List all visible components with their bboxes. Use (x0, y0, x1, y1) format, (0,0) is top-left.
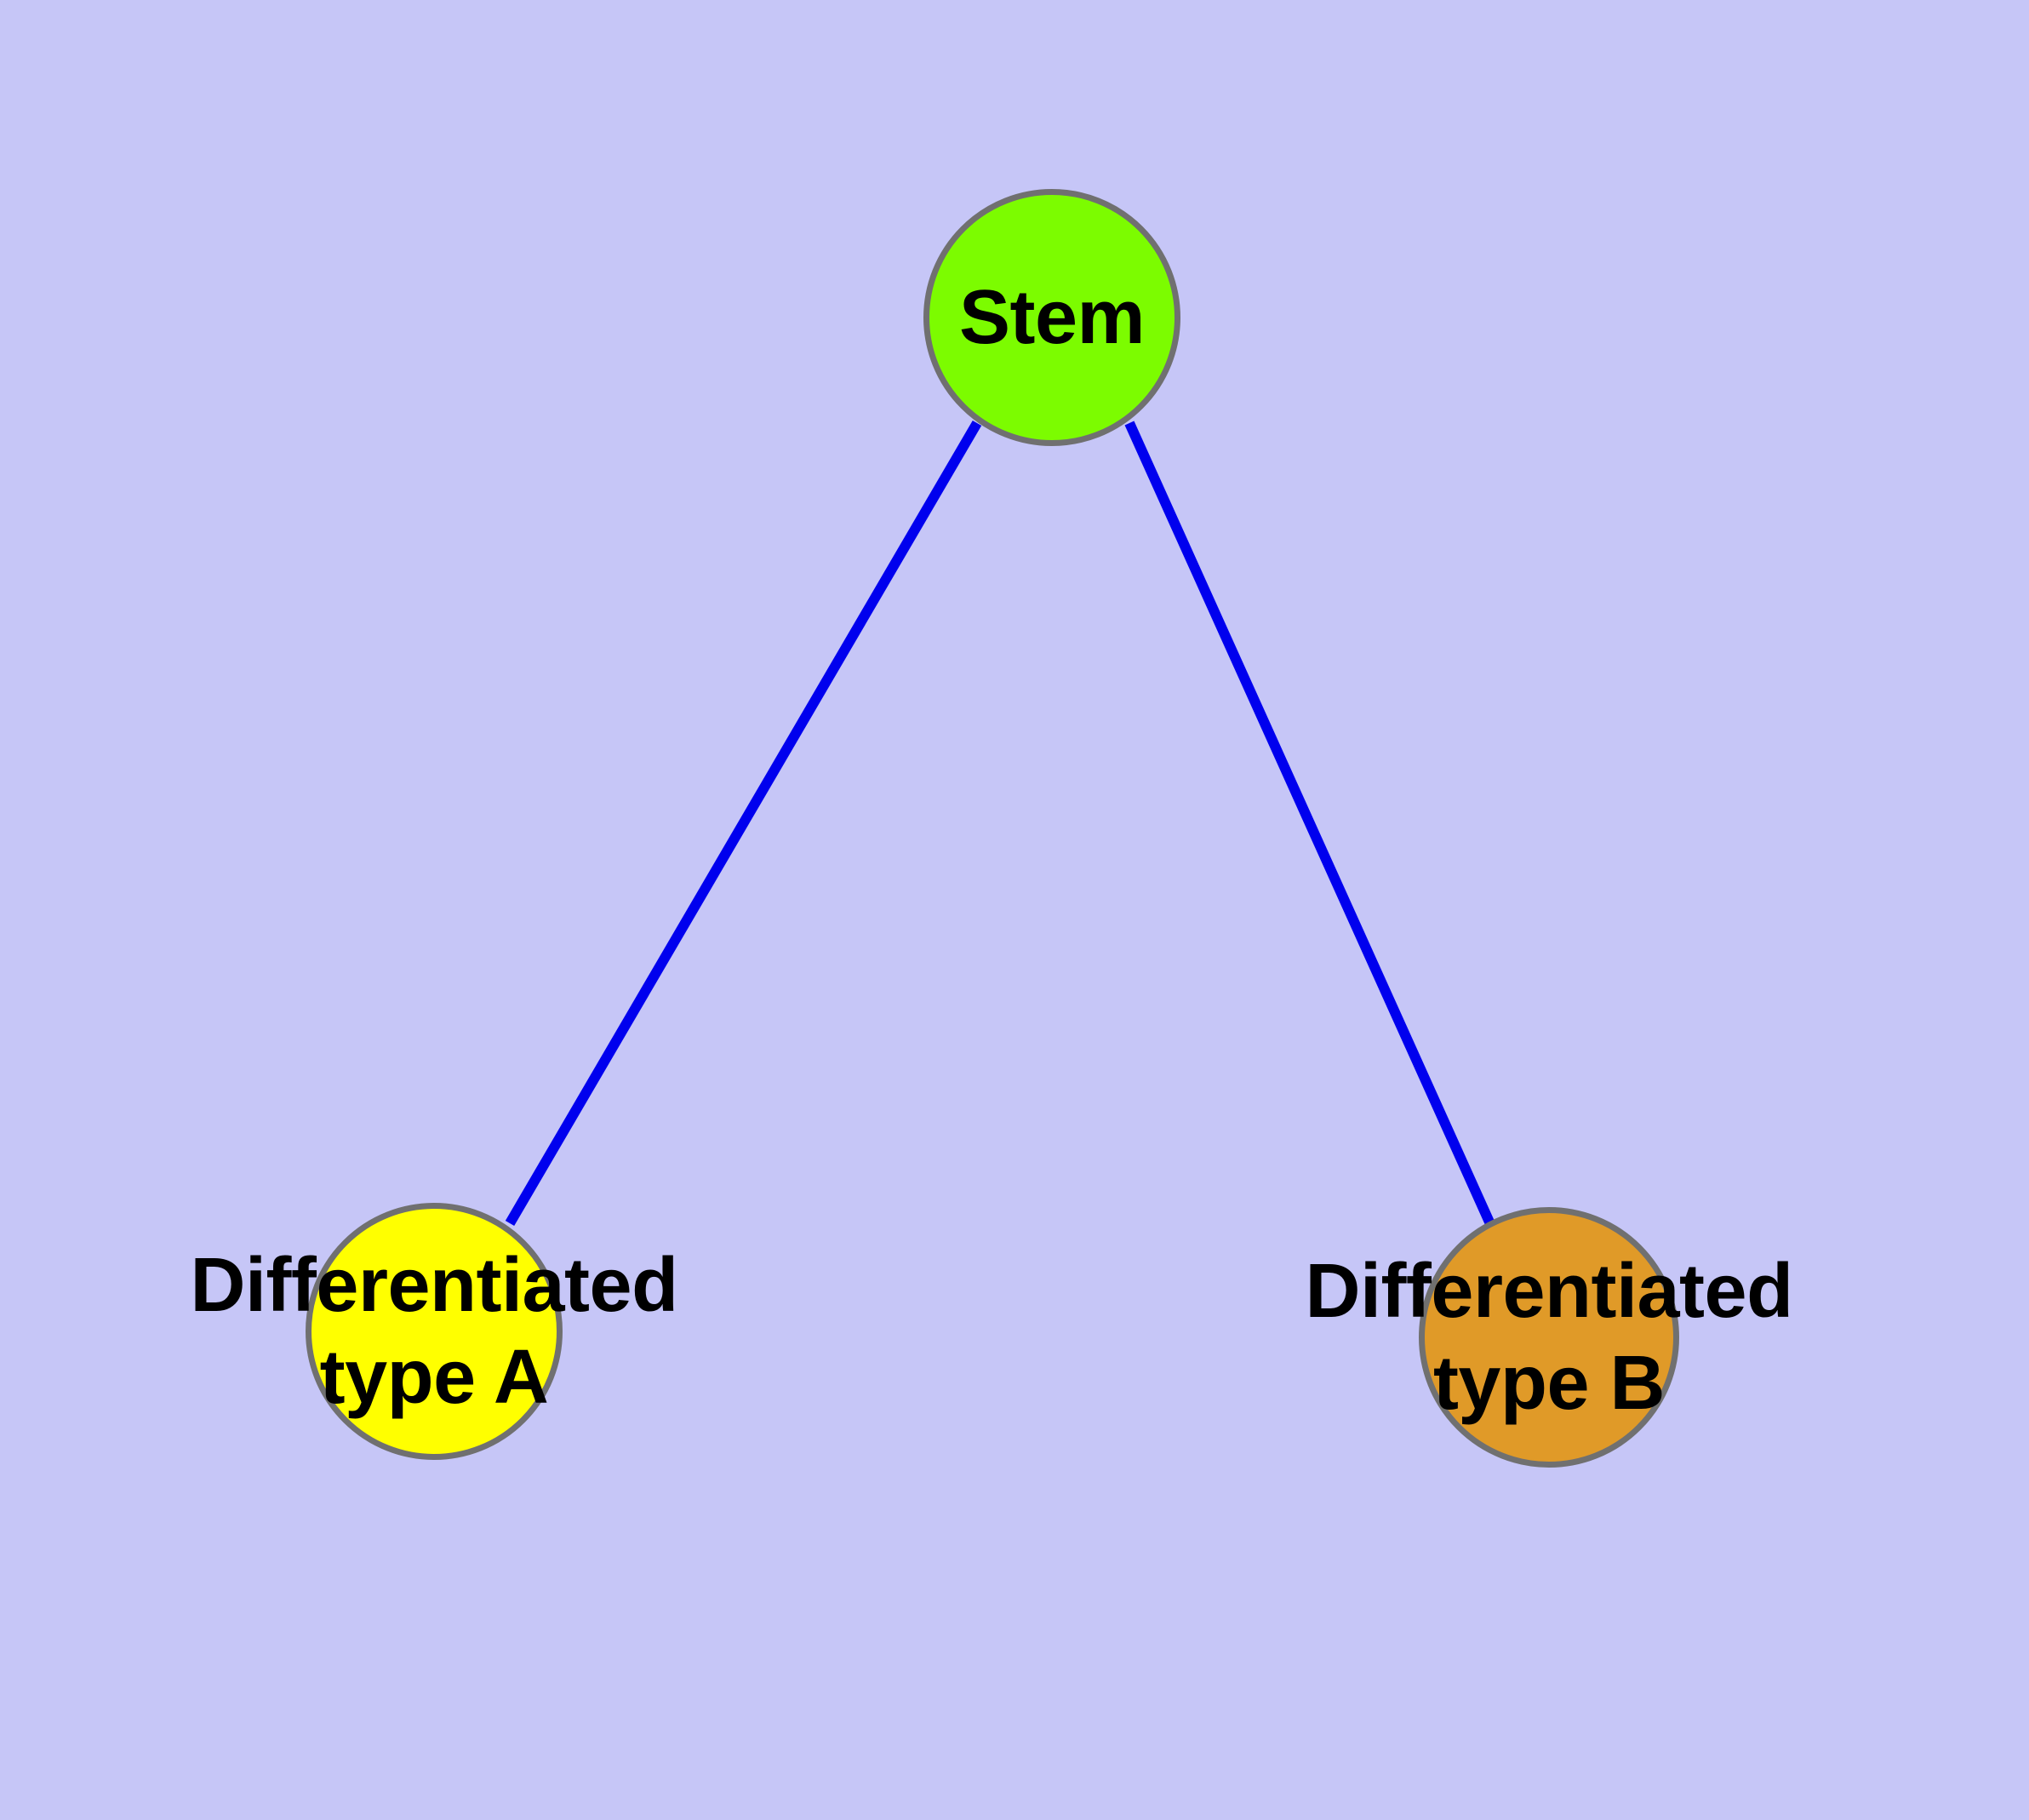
node-differentiated-type-a[interactable] (306, 1203, 563, 1460)
node-stem[interactable] (923, 189, 1180, 446)
edge-stem-to-diff-a[interactable] (505, 420, 982, 1227)
node-differentiated-type-b[interactable] (1419, 1207, 1679, 1468)
edge-stem-to-diff-b[interactable] (1124, 421, 1496, 1228)
